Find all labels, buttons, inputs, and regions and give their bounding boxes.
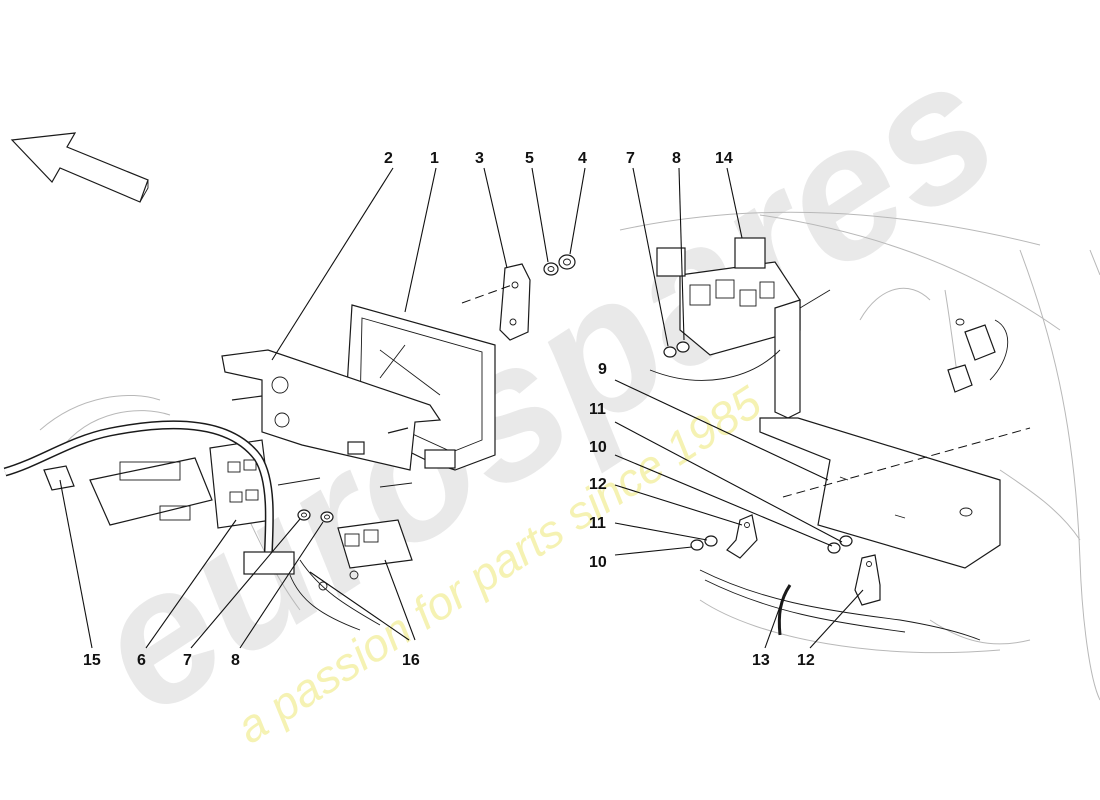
washer-small	[320, 511, 334, 523]
callout-10-b: 10	[589, 554, 607, 571]
nut-sensor	[690, 539, 704, 551]
relay-fuse-panel	[656, 237, 831, 419]
left-assembly	[3, 254, 576, 631]
watermark-brand: eurospares	[57, 19, 1032, 755]
watermark: eurospares a passion for parts since 198…	[57, 19, 1032, 755]
nut-panel	[663, 346, 677, 358]
fuse-box	[89, 457, 213, 526]
callout-3: 3	[475, 150, 484, 167]
connector-plug-right	[947, 318, 996, 393]
small-bracket	[499, 263, 531, 341]
callout-15: 15	[83, 652, 101, 669]
nut-small	[297, 509, 311, 521]
fastener-axis-line	[461, 284, 513, 304]
callout-6: 6	[137, 652, 146, 669]
callout-12-b: 12	[797, 652, 815, 669]
callout-8-bottom: 8	[231, 652, 240, 669]
callout-14: 14	[715, 150, 733, 167]
direction-arrow-icon	[10, 132, 149, 203]
callout-4: 4	[578, 150, 587, 167]
right-assembly	[619, 211, 1100, 701]
callout-10-a: 10	[589, 439, 607, 456]
connector-plug	[43, 465, 75, 491]
callout-16: 16	[402, 652, 420, 669]
callout-9: 9	[598, 361, 607, 378]
washer-sensor	[704, 535, 718, 547]
callout-7-top: 7	[626, 150, 635, 167]
callout-1: 1	[430, 150, 439, 167]
leader-lines	[59, 167, 864, 649]
washer	[543, 262, 559, 276]
callout-7-bottom: 7	[183, 652, 192, 669]
plate-axis-line	[782, 427, 1031, 498]
sensor-bracket-a	[726, 514, 758, 559]
ecu-mounting-bracket	[221, 349, 442, 471]
sensor-cable	[777, 584, 792, 636]
callout-5: 5	[525, 150, 534, 167]
washer-panel	[676, 341, 690, 353]
washer-plate	[839, 535, 853, 547]
relay-connector-block	[243, 519, 413, 631]
callout-11-a: 11	[589, 401, 606, 418]
nut	[558, 254, 576, 270]
callout-12-a: 12	[589, 476, 607, 493]
callout-8-top: 8	[672, 150, 681, 167]
callout-2: 2	[384, 150, 393, 167]
mounting-plate	[759, 417, 1001, 569]
callout-labels: 2 1 3 5 4 7 8 14 9 11 10 12 11 10 15 6 7…	[83, 150, 815, 669]
callout-13: 13	[752, 652, 770, 669]
callout-11-b: 11	[589, 515, 606, 532]
sensor-bracket-b	[854, 554, 881, 606]
